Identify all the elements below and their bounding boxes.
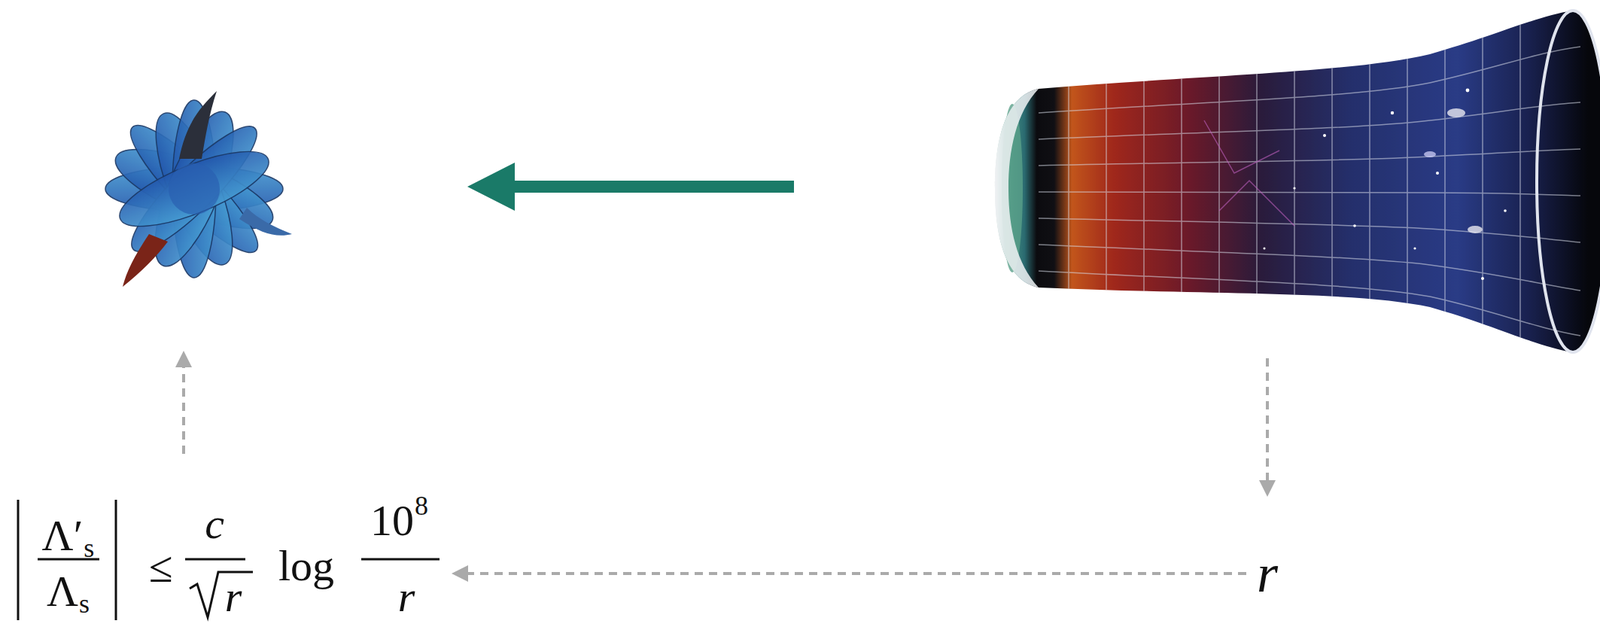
- formula-symbol: log: [278, 544, 335, 588]
- universe-figure: [994, 0, 1600, 639]
- dashed-arrow: [183, 358, 1268, 484]
- formula: Λ′sΛs≤crlog108r: [10, 481, 448, 636]
- dashed-connector: [451, 565, 1247, 582]
- formula-symbol: r: [225, 574, 243, 619]
- formula-symbol: c: [204, 501, 225, 546]
- formula-symbol: r: [398, 574, 416, 619]
- dashed-arrowhead: [175, 350, 1276, 497]
- formula-symbol: 10: [370, 498, 414, 543]
- calabi-yau-figure: [105, 91, 293, 287]
- formula-symbol: Λ′: [42, 514, 84, 558]
- formula-symbol: ≤: [149, 545, 174, 590]
- formula-symbol: 8: [414, 492, 429, 520]
- formula-symbol: s: [83, 534, 95, 562]
- parameter-label: r: [1250, 540, 1284, 607]
- parameter-symbol: r: [1256, 546, 1278, 601]
- formula-symbol: s: [79, 590, 90, 618]
- main-arrow: [467, 162, 794, 211]
- formula-symbol: Λ: [46, 569, 79, 614]
